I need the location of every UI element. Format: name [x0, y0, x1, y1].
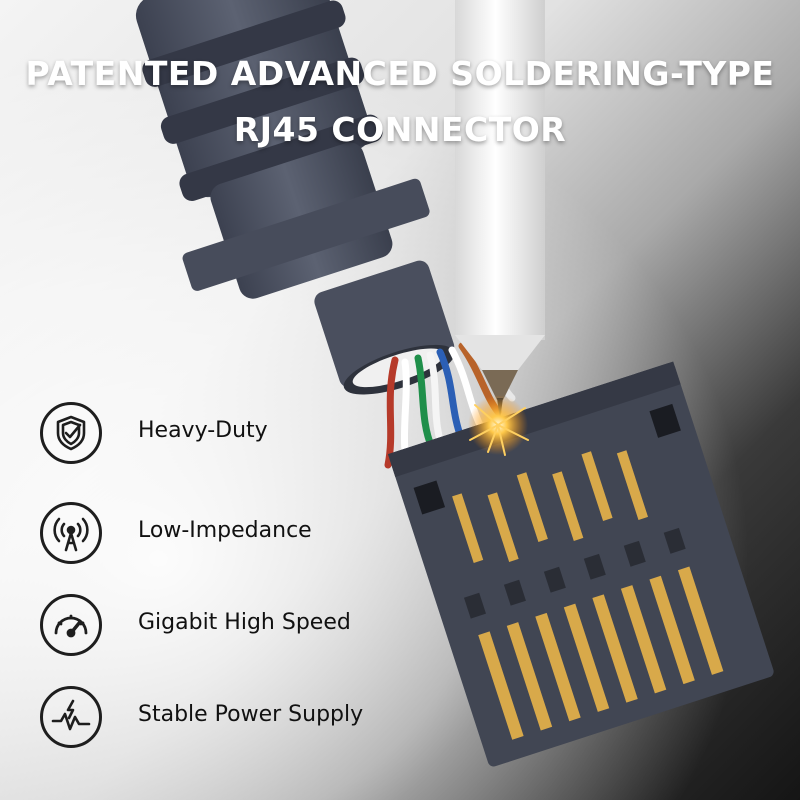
- headline-line-2: RJ45 CONNECTOR: [233, 110, 567, 149]
- shield-check-icon: [40, 402, 102, 464]
- solder-spark: [468, 395, 529, 456]
- rj45-plug: [387, 361, 774, 767]
- headline-line-1: PATENTED ADVANCED SOLDERING-TYPE: [25, 54, 775, 93]
- feature-label: Gigabit High Speed: [138, 610, 351, 635]
- feature-label: Heavy-Duty: [138, 418, 268, 443]
- cable-boot: [135, 0, 430, 299]
- feature-label: Stable Power Supply: [138, 702, 364, 727]
- feature-label: Low-Impedance: [138, 518, 312, 543]
- power-pulse-icon: [40, 686, 102, 748]
- soldering-iron: [455, 0, 545, 420]
- signal-tower-icon: [40, 502, 102, 564]
- headline: PATENTED ADVANCED SOLDERING-TYPE RJ45 CO…: [0, 46, 800, 158]
- cable-end: [314, 260, 455, 395]
- speedometer-icon: [40, 594, 102, 656]
